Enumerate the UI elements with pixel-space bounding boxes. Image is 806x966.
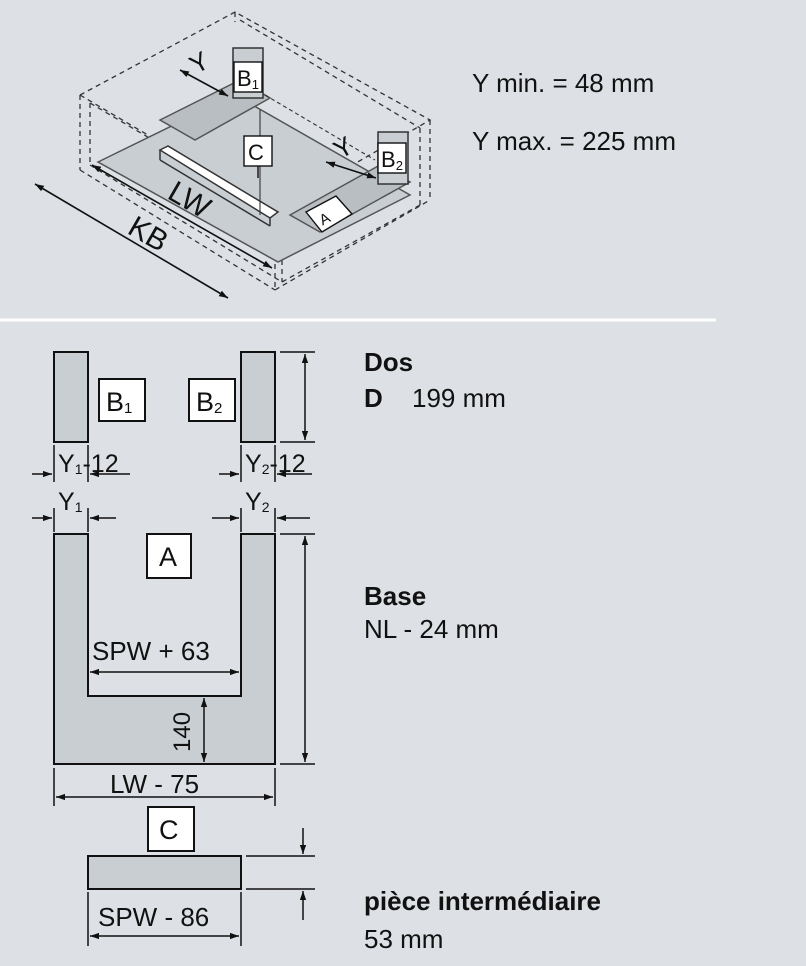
dim-piece-height [246,828,315,920]
label-box-b2 [188,378,236,422]
dim-lw-75 [53,768,276,806]
y-max-text: Y max. = 225 mm [472,126,676,156]
y-min-text: Y min. = 48 mm [472,68,655,98]
dim-lw-75-label: LW - 75 [110,769,199,799]
label-b1: B1 [106,387,132,417]
label-b2-3d: B2 [381,147,403,173]
dim-back-height [280,351,315,443]
label-b1-3d: B1 [237,66,259,92]
dos-row: D 199 mm [364,383,506,413]
back-panel-b2 [240,351,276,443]
label-box-a-3d [304,195,354,233]
dim-y1-label: Y1 [58,488,83,516]
dim-y-minus-12 [32,445,312,482]
label-box-b1-3d [233,61,263,93]
dim-y2-label: Y2 [245,488,270,516]
piece-title: pièce intermédiaire [364,886,601,916]
label-kb: KB [122,210,173,259]
label-box-a [146,533,192,579]
dim-y2-12-label: Y2-12 [245,450,306,478]
dim-base-height [280,533,315,765]
isometric-dimensions [34,69,377,299]
dos-title: Dos [364,347,414,377]
dos-value: 199 mm [412,383,506,413]
label-box-b1 [98,378,146,422]
label-box-b2-3d [377,142,407,174]
label-box-c [147,806,195,852]
base-panel-a [53,533,276,765]
dim-y1-12-label: Y1-12 [58,450,119,478]
piece-value: 53 mm [364,924,444,954]
base-title: Base [364,581,427,611]
dim-y [32,508,310,532]
label-c: C [159,815,179,845]
label-b2: B2 [196,387,222,417]
intermediate-piece-c [87,855,242,890]
dim-spw-86-label: SPW - 86 [98,902,209,932]
dim-spw-63-label: SPW + 63 [92,636,210,666]
label-a: A [159,542,177,572]
dim-140-label: 140 [169,712,196,752]
dos-letter: D [364,383,383,413]
label-box-c-3d [243,135,273,167]
label-c-3d: C [248,140,264,165]
base-value: NL - 24 mm [364,614,499,644]
back-panel-b1 [53,351,89,443]
dim-spw-86 [87,892,242,946]
